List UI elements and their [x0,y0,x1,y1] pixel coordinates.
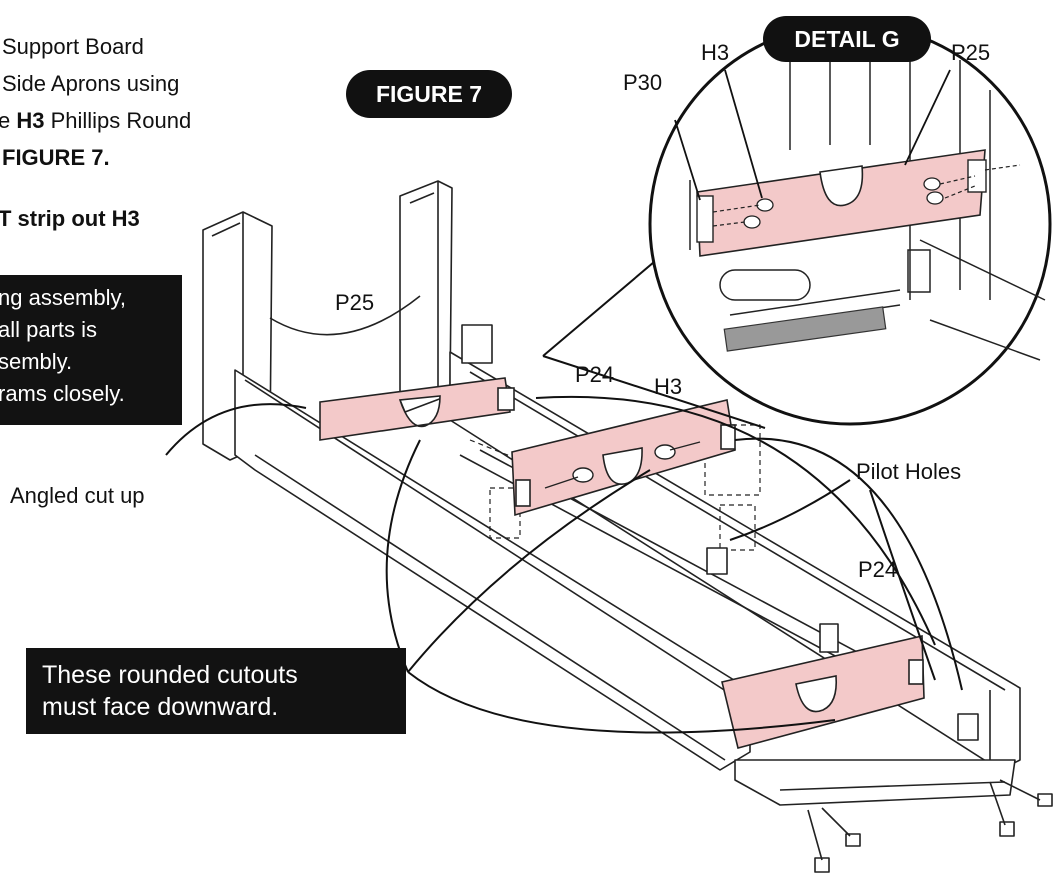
bracket [461,324,493,364]
instruction-line-4: FIGURE 7. [2,145,110,170]
front-bottom-rail [734,759,1016,806]
board-p24-mid-bracket [720,424,736,450]
note-line-1: ng assembly, [0,285,126,310]
rear-curved-apron [269,295,421,336]
note-line-3: sembly. [0,349,73,374]
assembly-note-box: ng assembly, all parts is sembly. rams c… [0,275,182,425]
callout-line-2: must face downward. [42,693,279,721]
figure-7-badge: FIGURE 7 [346,70,512,118]
angled-cut-label: Angled cut up [10,483,145,508]
p24-mid-label: P24 [575,362,615,387]
p24-front-label: P24 [858,557,898,582]
detail-g-magnifier [542,22,1052,429]
instruction-line-3: e H3 Phillips Round [0,108,192,133]
board-p25-bracket [497,387,515,411]
right-rear-leg [399,180,453,413]
leveler-feet [807,779,1053,873]
bracket [706,547,728,575]
board-p24-front-bracket [908,659,924,685]
instruction-line-2: Side Aprons using [2,71,180,96]
instruction-line-1: Support Board [2,34,144,59]
detail-g-badge: DETAIL G [763,16,931,62]
h3-screws [544,441,701,489]
pilot-holes-label: Pilot Holes [856,459,962,484]
detail-p25-label: P25 [951,40,991,65]
detail-h3-label: H3 [701,40,730,65]
bracket [957,713,979,741]
board-p25 [319,377,511,441]
callout-arrows [165,395,963,734]
p25-label: P25 [335,290,375,315]
cutout-callout-box: These rounded cutouts must face downward… [26,648,406,734]
bracket [819,623,839,653]
board-p24-mid-bracket [515,479,531,507]
note-line-2: all parts is [0,317,98,342]
instruction-warning: T strip out H3 [0,206,140,231]
detail-p30-label: P30 [623,70,663,95]
callout-line-1: These rounded cutouts [42,661,298,689]
note-line-4: rams closely. [0,381,125,406]
h3-mid-label: H3 [654,374,683,399]
